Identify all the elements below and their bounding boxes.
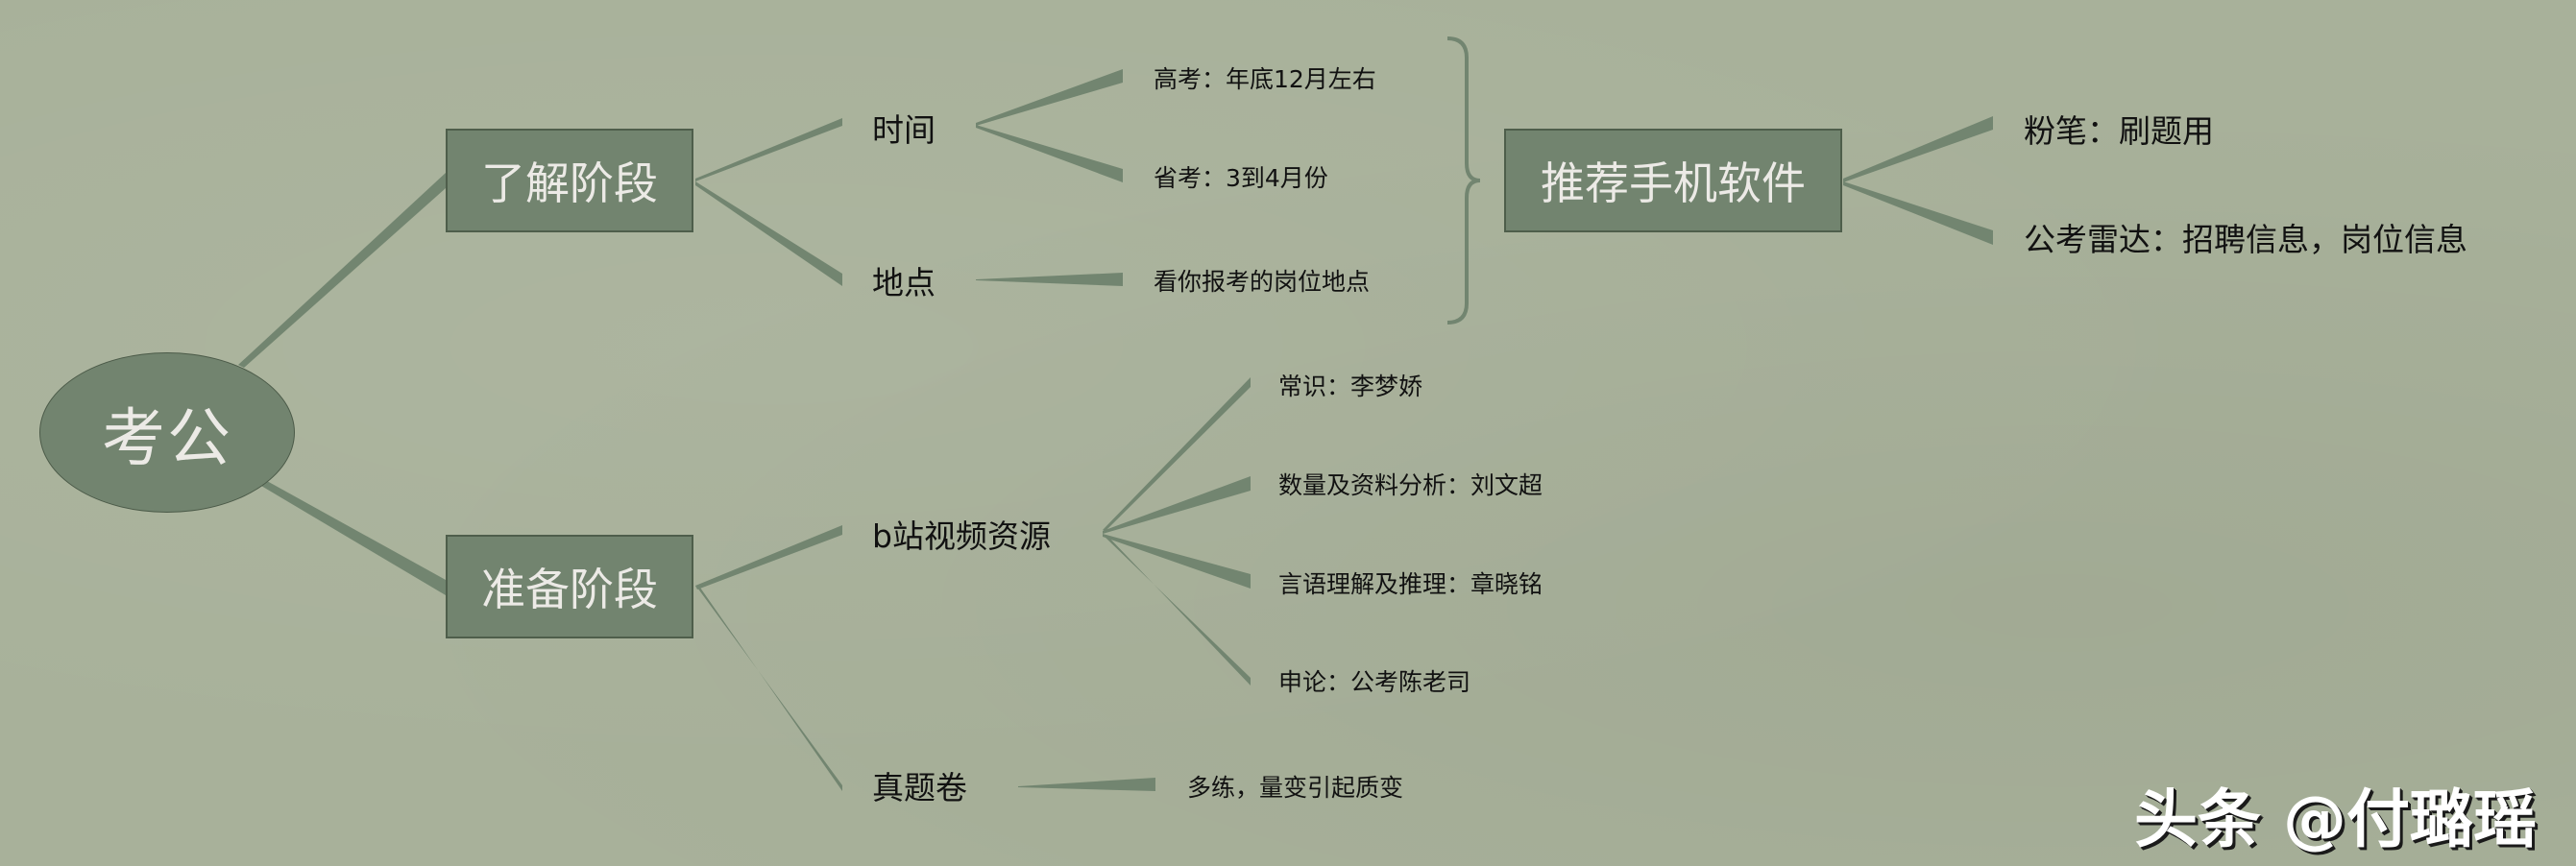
connector-bili-to-essay xyxy=(1104,535,1251,686)
branch-label-prepare: 准备阶段 xyxy=(481,564,658,615)
watermark: 头条 @付璐瑶 xyxy=(2134,782,2537,856)
connector-apps-to-fenbi xyxy=(1843,116,1993,182)
connector-bili-to-verbal xyxy=(1103,534,1251,589)
connector-root-to-understand xyxy=(238,173,446,368)
connector-understand-to-place xyxy=(695,181,842,286)
leaf-common-sense[interactable]: 常识：李梦娇 xyxy=(1278,373,1423,400)
leaf-practice[interactable]: 多练，量变引起质变 xyxy=(1187,774,1404,802)
summary-brace xyxy=(1446,36,1481,325)
connector-apps-to-leida xyxy=(1843,181,1993,245)
connector-place-to-location xyxy=(976,273,1123,286)
connector-bili-to-common xyxy=(1103,377,1251,531)
app-fenbi[interactable]: 粉笔：刷题用 xyxy=(2024,112,2214,150)
node-place[interactable]: 地点 xyxy=(872,264,936,301)
connector-time-to-gaokao xyxy=(976,69,1123,126)
leaf-shengkao-time[interactable]: 省考：3到4月份 xyxy=(1154,164,1328,192)
connector-bili-to-math xyxy=(1103,476,1251,534)
summary-node-apps[interactable]: 推荐手机软件 xyxy=(1504,129,1842,232)
app-gongkao-leida[interactable]: 公考雷达：招聘信息，岗位信息 xyxy=(2024,221,2467,258)
connector-root-to-prepare xyxy=(261,481,446,595)
leaf-quantitative[interactable]: 数量及资料分析：刘文超 xyxy=(1278,471,1543,499)
node-bilibili-videos[interactable]: b站视频资源 xyxy=(872,517,1051,555)
connector-prepare-to-papers xyxy=(697,588,842,791)
connector-papers-to-practice xyxy=(1018,778,1155,791)
connector-prepare-to-bilibili xyxy=(695,525,842,589)
leaf-gaokao-time[interactable]: 高考：年底12月左右 xyxy=(1154,65,1376,93)
root-label: 考公 xyxy=(102,400,232,475)
root-node[interactable]: 考公 xyxy=(39,352,295,513)
connector-understand-to-time xyxy=(695,118,842,181)
branch-node-prepare[interactable]: 准备阶段 xyxy=(446,535,693,638)
leaf-location[interactable]: 看你报考的岗位地点 xyxy=(1154,268,1371,296)
leaf-essay[interactable]: 申论：公考陈老司 xyxy=(1278,668,1471,696)
summary-label-apps: 推荐手机软件 xyxy=(1541,157,1806,209)
branch-node-understand[interactable]: 了解阶段 xyxy=(446,129,693,232)
node-past-papers[interactable]: 真题卷 xyxy=(872,769,967,806)
connector-time-to-shengkao xyxy=(976,125,1123,182)
node-time[interactable]: 时间 xyxy=(872,111,936,149)
branch-label-understand: 了解阶段 xyxy=(481,157,658,209)
leaf-verbal-reasoning[interactable]: 言语理解及推理：章晓铭 xyxy=(1278,570,1543,598)
